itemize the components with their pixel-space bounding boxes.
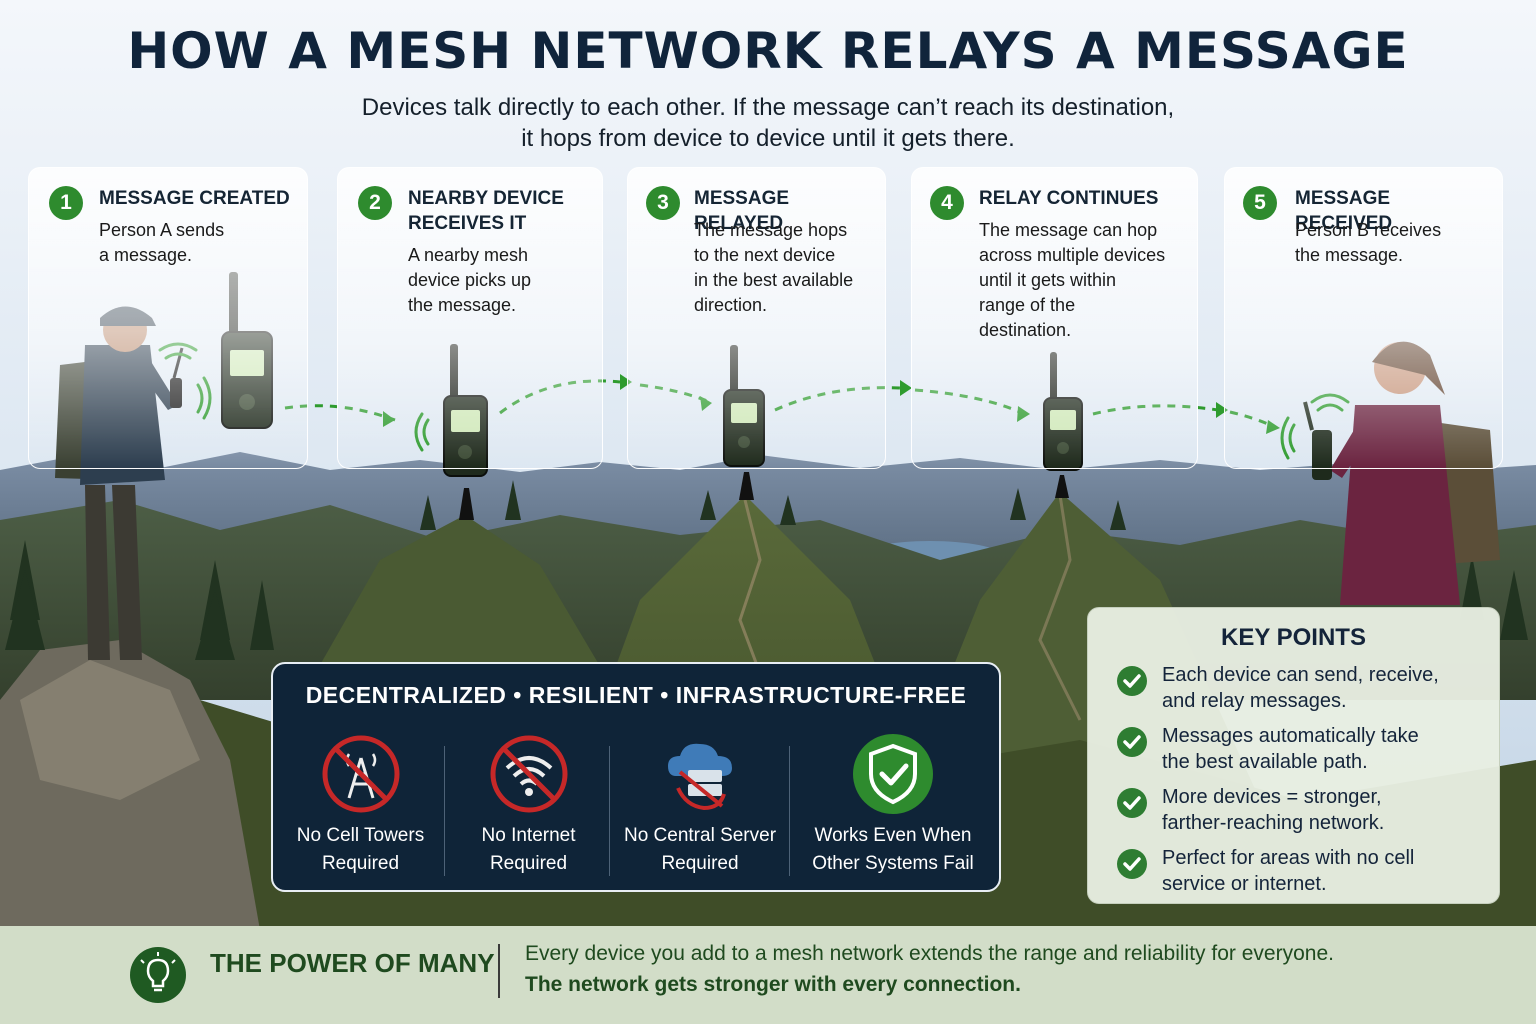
no-internet-icon (490, 735, 567, 813)
feature-label: No Cell Towers Required (283, 822, 438, 878)
feature-label: Works Even When Other Systems Fail (795, 822, 991, 878)
feature-line: Works Even When (814, 825, 972, 846)
key-points-panel: KEY POINTS Each device can send, receive… (1087, 607, 1500, 904)
key-point-line: Perfect for areas with no cell (1162, 847, 1415, 869)
step-number-2: 2 (358, 186, 392, 220)
key-point-line: Each device can send, receive, (1162, 664, 1439, 686)
subtitle-line-2: it hops from device to device until it g… (521, 125, 1015, 152)
step-description-5: Person B receives the message. (1295, 218, 1492, 268)
step-line: until it gets within (979, 270, 1117, 290)
key-point-line: and relay messages. (1162, 690, 1347, 712)
key-points-heading: KEY POINTS (1221, 624, 1366, 651)
step-card-5: 5 MESSAGE RECEIVED Person B receives the… (1224, 167, 1503, 469)
step-description-3: The message hops to the next device in t… (694, 218, 875, 318)
shield-check-icon (853, 734, 933, 814)
step-description-1: Person A sends a message. (99, 218, 297, 268)
feature-line: Other Systems Fail (812, 853, 974, 874)
no-central-server-icon (668, 743, 732, 811)
step-number-5: 5 (1243, 186, 1277, 220)
step-line: Person B receives (1295, 220, 1442, 240)
key-point-item: More devices = stronger, farther-reachin… (1116, 784, 1489, 840)
subtitle-line-1: Devices talk directly to each other. If … (361, 94, 1175, 121)
step-number-4: 4 (930, 186, 964, 220)
feature-line: No Cell Towers (296, 825, 425, 846)
key-point-text: More devices = stronger, farther-reachin… (1162, 784, 1489, 836)
key-point-text: Messages automatically take the best ava… (1162, 723, 1489, 775)
no-cell-tower-icon (322, 735, 399, 813)
key-point-line: Messages automatically take (1162, 725, 1419, 747)
feature-line: Required (489, 853, 568, 874)
step-description-2: A nearby mesh device picks up the messag… (408, 243, 592, 318)
step-card-4: 4 RELAY CONTINUES The message can hop ac… (911, 167, 1198, 469)
divider (444, 746, 445, 876)
step-line: to the next device (694, 245, 836, 265)
step-line: across multiple devices (979, 245, 1166, 265)
feature-line: No Central Server (623, 825, 777, 846)
step-line: a message. (99, 245, 193, 265)
page-subtitle: Devices talk directly to each other. If … (0, 92, 1536, 154)
key-point-text: Each device can send, receive, and relay… (1162, 662, 1489, 714)
step-line: A nearby mesh (408, 245, 529, 265)
step-card-1: 1 MESSAGE CREATED Person A sends a messa… (28, 167, 308, 469)
step-description-4: The message can hop across multiple devi… (979, 218, 1187, 343)
check-circle-icon (1117, 849, 1147, 879)
lightbulb-icon (130, 947, 186, 1003)
divider (789, 746, 790, 876)
page-title: HOW A MESH NETWORK RELAYS A MESSAGE (127, 22, 1409, 80)
key-point-line: service or internet. (1162, 873, 1327, 895)
step-line: The message can hop (979, 220, 1158, 240)
step-line: range of the (979, 295, 1076, 315)
key-point-line: More devices = stronger, (1162, 786, 1382, 808)
check-circle-icon (1117, 727, 1147, 757)
check-circle-icon (1117, 788, 1147, 818)
footer-line-1: Every device you add to a mesh network e… (525, 942, 1334, 965)
feature-label: No Internet Required (451, 822, 606, 878)
step-card-2: 2 NEARBY DEVICE RECEIVES IT A nearby mes… (337, 167, 603, 469)
step-title-5: MESSAGE RECEIVED (1295, 188, 1393, 234)
feature-line: Required (321, 853, 400, 874)
features-heading: DECENTRALIZED • RESILIENT • INFRASTRUCTU… (305, 682, 967, 708)
step-line: the message. (408, 295, 517, 315)
key-point-line: the best available path. (1162, 751, 1368, 773)
step-number-1: 1 (49, 186, 83, 220)
step-line: The message hops (694, 220, 848, 240)
divider (609, 746, 610, 876)
step-line: destination. (979, 320, 1072, 340)
feature-no-central-server: No Central Server Required (615, 724, 785, 884)
step-line: device picks up (408, 270, 532, 290)
step-line: Person A sends (99, 220, 225, 240)
footer-line-2: The network gets stronger with every con… (525, 973, 1021, 996)
feature-no-internet: No Internet Required (451, 724, 606, 884)
feature-line: Required (661, 853, 739, 874)
step-number-3: 3 (646, 186, 680, 220)
footer-banner: THE POWER OF MANY Every device you add t… (0, 926, 1536, 1024)
step-line: direction. (694, 295, 768, 315)
check-circle-icon (1117, 666, 1147, 696)
step-line: the message. (1295, 245, 1404, 265)
features-panel: DECENTRALIZED • RESILIENT • INFRASTRUCTU… (271, 662, 1001, 892)
step-title-4: RELAY CONTINUES (979, 188, 1159, 209)
divider (498, 944, 500, 998)
key-point-text: Perfect for areas with no cell service o… (1162, 845, 1489, 897)
step-title-line: NEARBY DEVICE (408, 188, 564, 209)
key-point-item: Perfect for areas with no cell service o… (1116, 845, 1489, 901)
feature-line: No Internet (481, 825, 576, 846)
key-point-item: Messages automatically take the best ava… (1116, 723, 1489, 779)
feature-no-cell-towers: No Cell Towers Required (283, 724, 438, 884)
step-card-3: 3 MESSAGE RELAYED The message hops to th… (627, 167, 886, 469)
step-title-3: MESSAGE RELAYED (694, 188, 790, 234)
key-point-line: farther-reaching network. (1162, 812, 1385, 834)
step-title-1: MESSAGE CREATED (99, 188, 290, 209)
feature-label: No Central Server Required (615, 822, 785, 878)
step-line: in the best available (694, 270, 854, 290)
key-point-item: Each device can send, receive, and relay… (1116, 662, 1489, 718)
feature-works-when-systems-fail: Works Even When Other Systems Fail (795, 724, 991, 884)
step-title-line: RECEIVES IT (408, 213, 527, 234)
step-title-2: NEARBY DEVICE RECEIVES IT (408, 186, 592, 236)
footer-title: THE POWER OF MANY (210, 948, 495, 978)
